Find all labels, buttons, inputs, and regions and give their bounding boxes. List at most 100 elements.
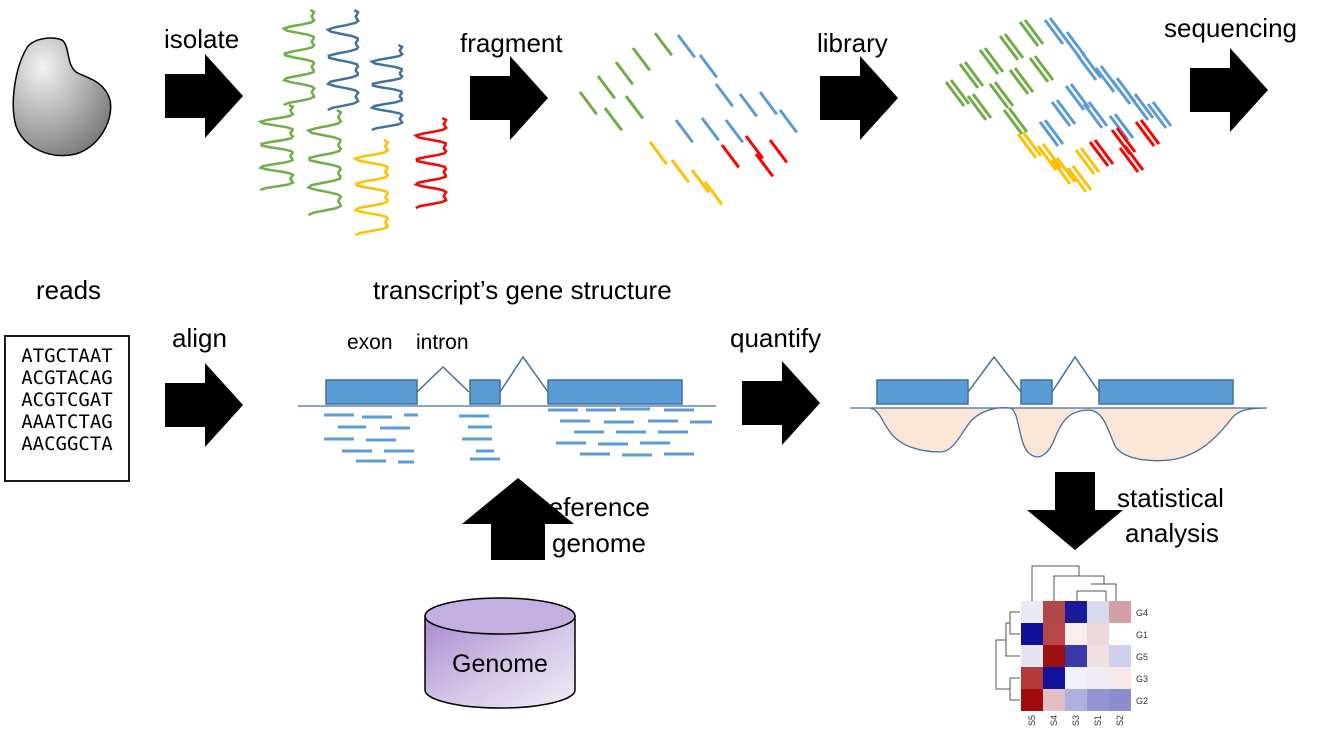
heatmap-cell xyxy=(1065,667,1087,689)
exon-box xyxy=(469,379,501,405)
row-dendrogram xyxy=(995,611,1020,701)
fragment-line xyxy=(714,83,734,108)
fragment-line xyxy=(1066,167,1088,193)
fragment-line xyxy=(698,54,718,79)
rna-molecules xyxy=(257,8,448,237)
heatmap-col-label: S2 xyxy=(1115,715,1125,726)
fragment-line xyxy=(778,109,798,134)
fragment-line xyxy=(738,93,758,118)
fragment-line xyxy=(1028,57,1050,83)
fragment-line xyxy=(963,61,985,87)
align-label: align xyxy=(172,323,227,353)
read-sequence: ACGTCGAT xyxy=(21,389,113,411)
gene-structure-title: transcript’s gene structure xyxy=(373,275,672,305)
rna-molecule xyxy=(412,116,448,210)
fragment-line xyxy=(1094,67,1116,93)
heatmap-row-label: G3 xyxy=(1136,674,1148,684)
library-arrow xyxy=(820,56,898,140)
fragment-line xyxy=(998,35,1020,61)
heatmap-cell xyxy=(1021,601,1043,623)
read-sequence: ATGCTAAT xyxy=(21,345,113,367)
fragment-line xyxy=(1108,115,1130,141)
fragment-line xyxy=(670,159,690,184)
fragment-line xyxy=(1133,93,1155,119)
rna-molecule xyxy=(257,103,295,192)
fragment-line xyxy=(624,95,644,120)
heatmap-cell xyxy=(1109,601,1131,623)
exon-box xyxy=(876,379,969,405)
sequencing-label: sequencing xyxy=(1164,13,1297,43)
fragment-line xyxy=(1003,33,1025,59)
fragment-line xyxy=(1074,149,1096,175)
fragment-line xyxy=(944,81,966,107)
intron-line xyxy=(1051,355,1100,393)
fragment-line xyxy=(983,47,1005,73)
genome-db-label: Genome xyxy=(452,650,548,678)
heatmap-cell xyxy=(1043,645,1065,667)
fragment-line xyxy=(1139,119,1161,145)
fragment-line xyxy=(1082,103,1104,129)
fragment-line xyxy=(744,135,764,160)
column-dendrogram xyxy=(1031,565,1117,601)
rna-molecule xyxy=(281,8,316,107)
fragment-line xyxy=(1088,141,1110,167)
isolate-label: isolate xyxy=(164,24,239,54)
genome-database-icon: Genome xyxy=(424,597,576,709)
heatmap-cell xyxy=(1021,667,1043,689)
heatmap-row-label: G1 xyxy=(1136,630,1148,640)
fragment-line xyxy=(1007,107,1029,133)
fragment-line xyxy=(703,181,723,206)
fragment-line xyxy=(1093,139,1115,165)
analysis-label: analysis xyxy=(1125,518,1219,548)
fragment-line xyxy=(1065,31,1087,57)
cdna-library xyxy=(944,17,1173,193)
fragment-line xyxy=(1081,53,1103,79)
heatmap-cell xyxy=(1043,601,1065,623)
fragment-line xyxy=(1021,131,1043,157)
heatmap-row-label: G4 xyxy=(1136,608,1148,618)
fragment-line xyxy=(1076,55,1098,81)
reads-box xyxy=(4,335,130,482)
fragment-line xyxy=(1018,21,1040,47)
heatmap-cell xyxy=(1021,623,1043,645)
rna-molecule xyxy=(368,43,405,132)
fragment-line xyxy=(768,139,788,164)
fragment-line xyxy=(674,119,694,144)
heatmap-cell xyxy=(1065,601,1087,623)
intron-line xyxy=(967,355,1022,393)
gene-model-aligned xyxy=(298,355,716,464)
intron-line xyxy=(416,365,470,393)
fragment-line xyxy=(1113,113,1135,139)
fragment-line xyxy=(1002,109,1024,135)
heatmap-row-label: G5 xyxy=(1136,652,1148,662)
fragment-line xyxy=(1013,67,1035,93)
heatmap-cell xyxy=(1109,667,1131,689)
cell-icon xyxy=(12,37,112,157)
fragment-line xyxy=(1146,103,1168,129)
heatmap-cell xyxy=(1021,689,1043,711)
rna-molecule xyxy=(352,138,390,237)
statistical-analysis-arrow xyxy=(1027,472,1123,550)
fragment-line xyxy=(949,79,971,105)
exon-box xyxy=(325,379,418,405)
fragment-label: fragment xyxy=(460,28,563,58)
heatmap-row-label: G2 xyxy=(1136,696,1148,706)
fragment-line xyxy=(724,119,744,144)
fragment-line xyxy=(1050,159,1072,185)
heatmap-cell xyxy=(1021,645,1043,667)
heatmap-cell xyxy=(1043,623,1065,645)
fragment-line xyxy=(1043,19,1065,45)
heatmap-col-label: S4 xyxy=(1049,715,1059,726)
read-sequence: ACGTACAG xyxy=(21,367,113,389)
fragment-line xyxy=(648,141,668,166)
fragment-line xyxy=(1087,101,1109,127)
align-arrow xyxy=(165,363,243,447)
reads-label: reads xyxy=(36,275,101,305)
fragment-line xyxy=(1023,19,1045,45)
heatmap-cell xyxy=(1043,689,1065,711)
fragment-line xyxy=(1118,147,1140,173)
fragment-line xyxy=(578,91,598,116)
heatmap-cell xyxy=(1087,601,1109,623)
